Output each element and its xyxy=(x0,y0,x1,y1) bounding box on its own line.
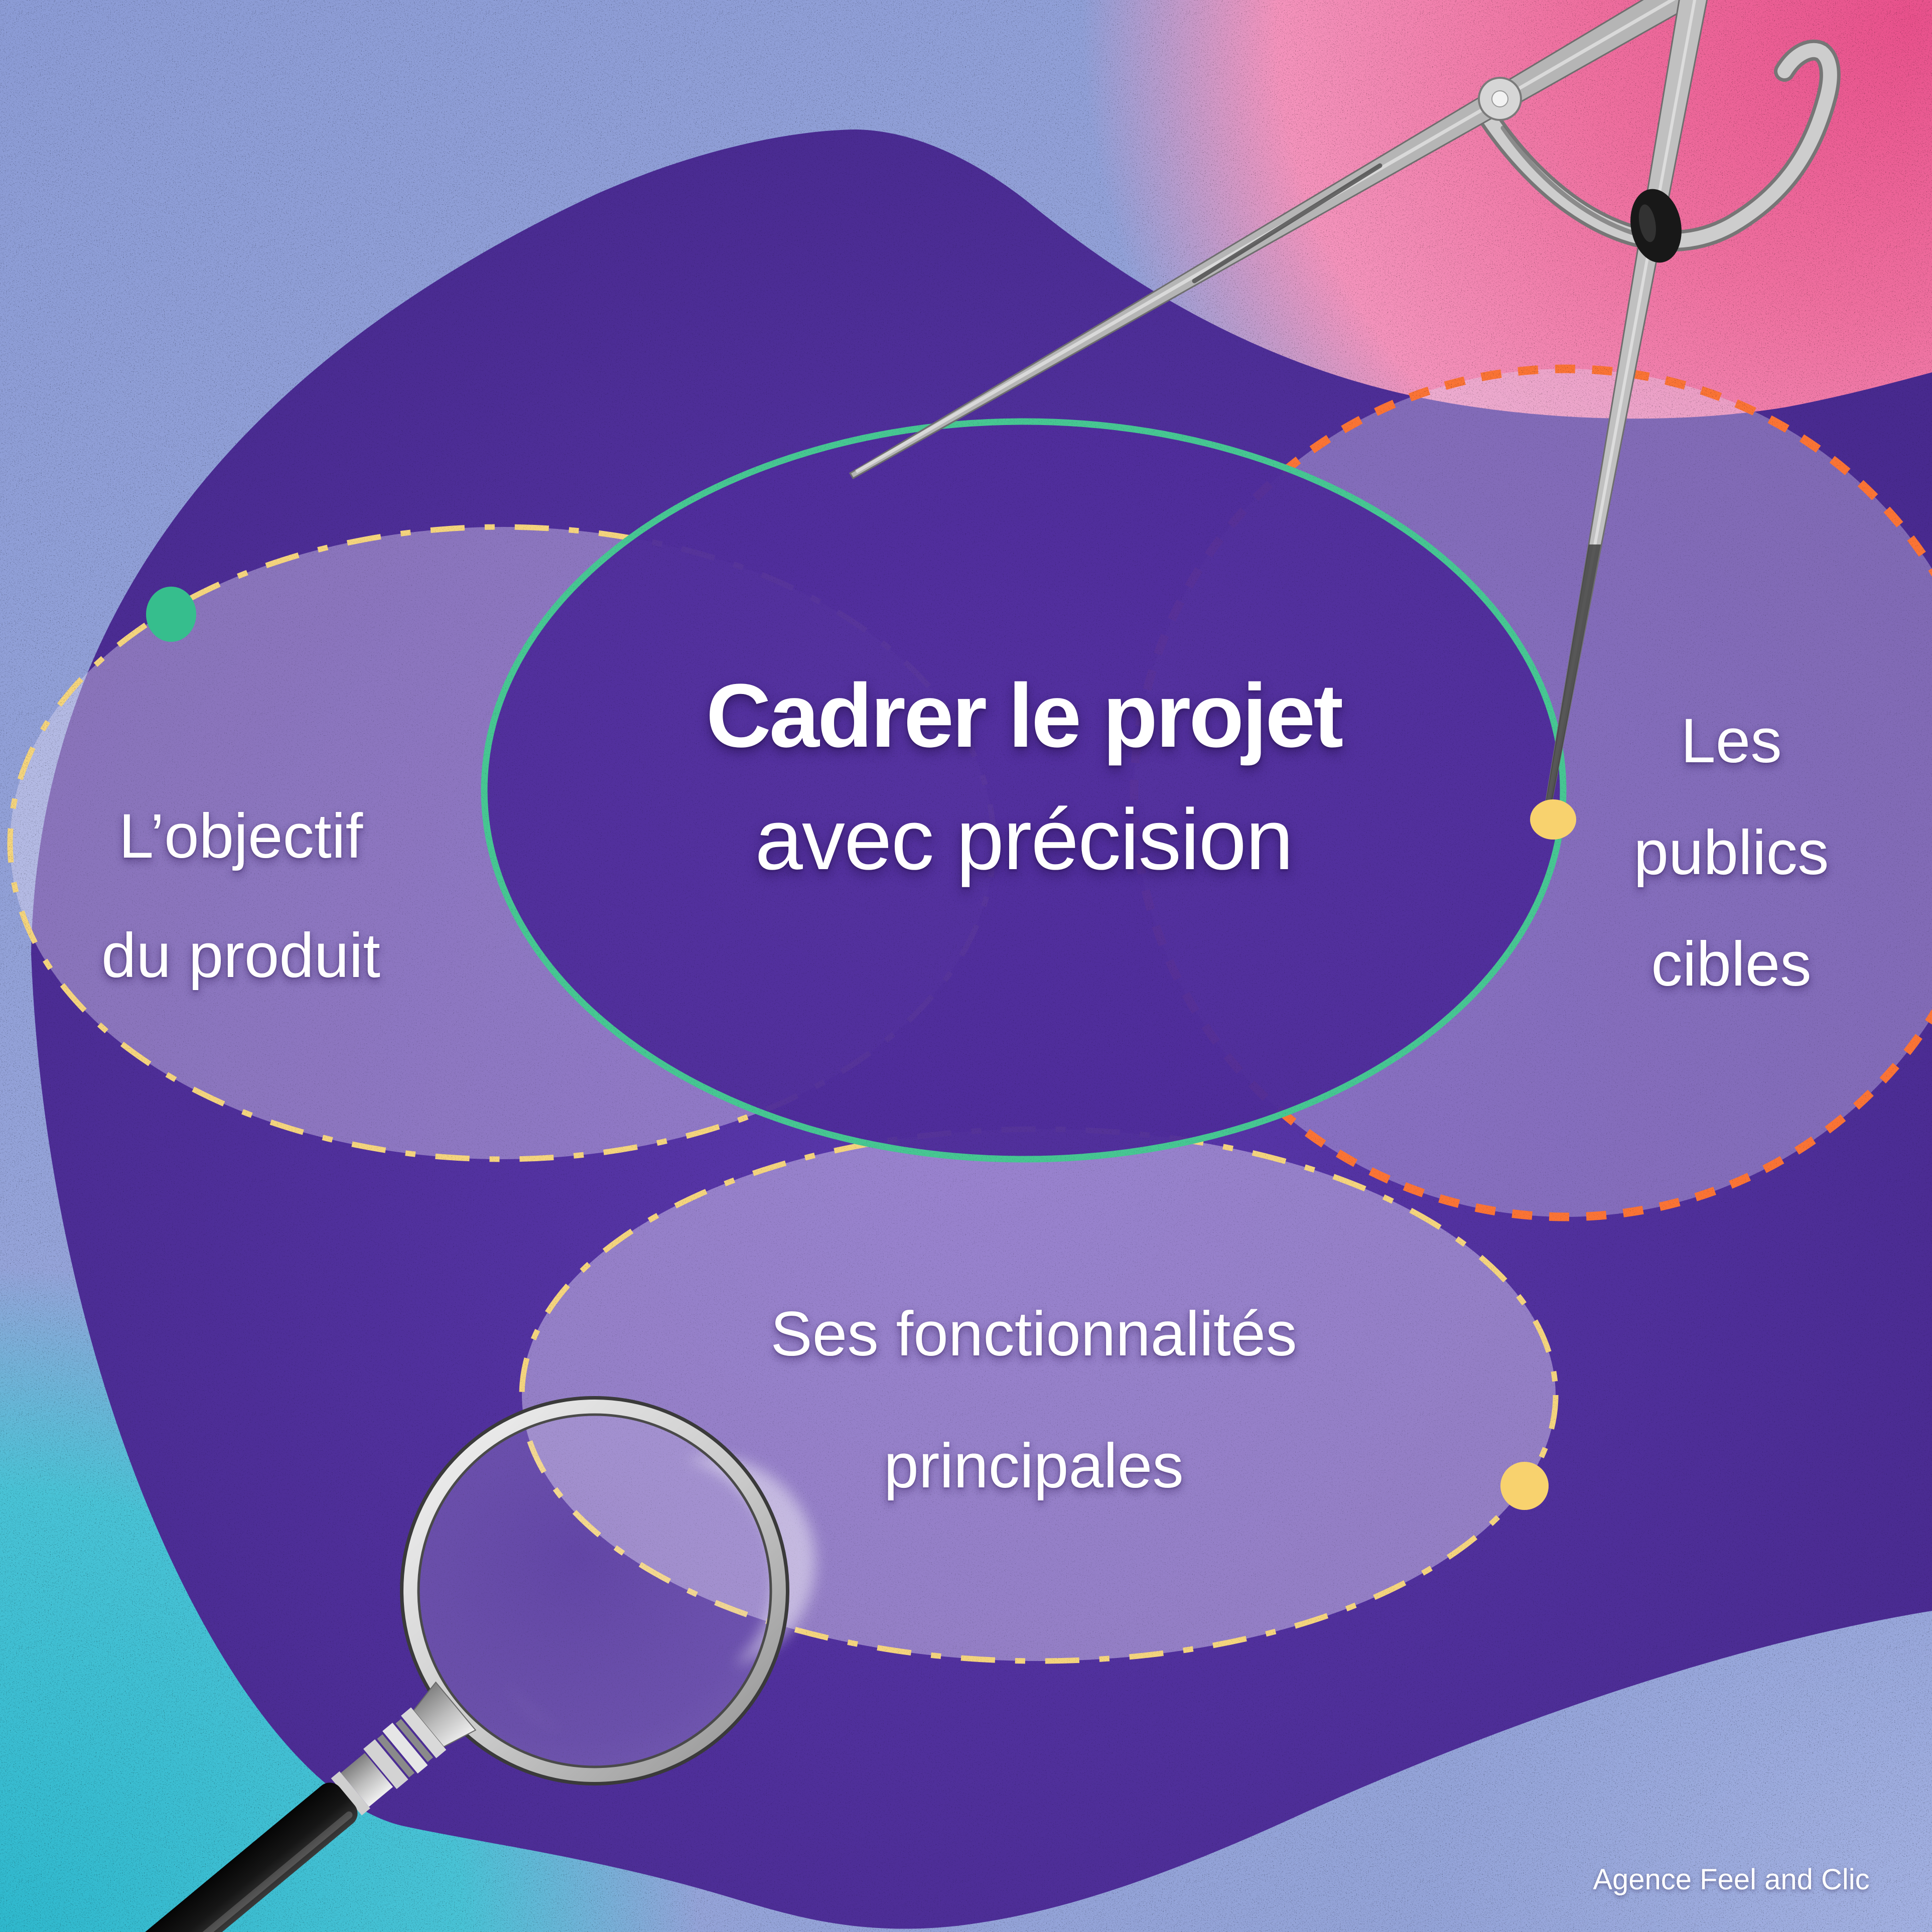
yellow-marker-dot-bottom xyxy=(1500,1462,1549,1510)
title-line-2: avec précision xyxy=(482,783,1566,897)
label-bottom-line-2: principales xyxy=(642,1401,1425,1533)
label-right-line-2: publics xyxy=(1561,797,1902,909)
label-publics-cibles: Les publics cibles xyxy=(1561,685,1902,1021)
label-right-line-3: cibles xyxy=(1561,909,1902,1021)
central-title: Cadrer le projet avec précision xyxy=(482,656,1566,897)
label-left-line-1: L’objectif xyxy=(30,777,452,896)
label-objectif-produit: L’objectif du produit xyxy=(30,777,452,1015)
agency-watermark: Agence Feel and Clic xyxy=(1546,1863,1917,1896)
label-fonctionnalites: Ses fonctionnalités principales xyxy=(642,1269,1425,1532)
label-right-line-1: Les xyxy=(1561,685,1902,797)
title-line-1: Cadrer le projet xyxy=(482,656,1566,776)
label-bottom-line-1: Ses fonctionnalités xyxy=(642,1269,1425,1401)
green-marker-dot xyxy=(146,587,196,642)
label-left-line-2: du produit xyxy=(30,896,452,1016)
